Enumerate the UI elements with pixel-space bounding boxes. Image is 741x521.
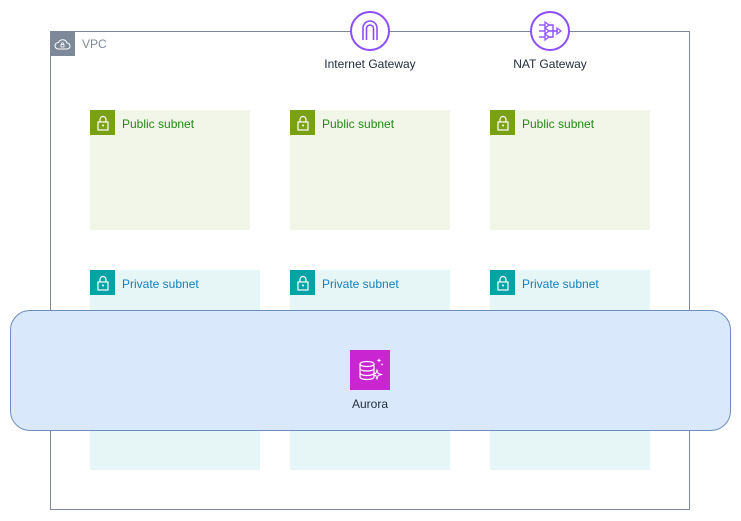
private-subnet-label: Private subnet [122,277,199,291]
public-subnet-lock-icon [290,110,315,135]
vpc-label: VPC [82,37,107,51]
public-subnet-1 [90,110,250,230]
public-subnet-2 [290,110,450,230]
private-subnet-lock-icon [290,270,315,295]
aurora-database-icon [350,350,390,390]
vpc-cloud-lock-icon [50,31,75,56]
public-subnet-3 [490,110,650,230]
public-subnet-lock-icon [90,110,115,135]
private-subnet-lock-icon [490,270,515,295]
public-subnet-lock-icon [490,110,515,135]
aurora-cluster-band [10,310,731,431]
public-subnet-label: Public subnet [322,117,395,131]
internet-gateway-label: Internet Gateway [324,57,416,71]
nat-gateway-label: NAT Gateway [513,57,587,71]
private-subnet-label: Private subnet [322,277,399,291]
private-subnet-label: Private subnet [522,277,599,291]
private-subnet-lock-icon [90,270,115,295]
internet-gateway-icon [350,11,390,51]
public-subnet-label: Public subnet [522,117,595,131]
public-subnet-label: Public subnet [122,117,195,131]
aurora-label: Aurora [351,397,389,411]
nat-gateway-icon [530,11,570,51]
